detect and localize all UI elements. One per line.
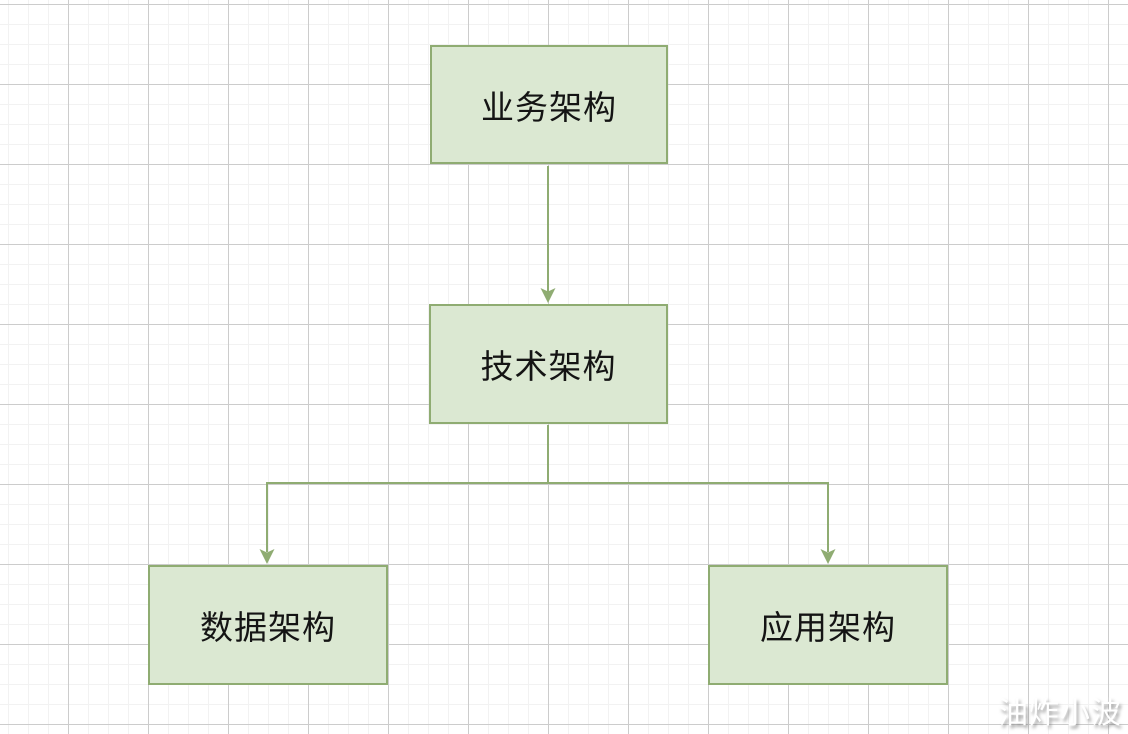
node-technical-architecture: 技术架构: [429, 304, 668, 424]
edge-technical-to-data: [259, 425, 549, 564]
node-label-business-architecture: 业务架构: [481, 88, 617, 126]
node-label-application-architecture: 应用架构: [760, 609, 896, 646]
watermark: 油炸小波: [998, 696, 1122, 731]
node-label-technical-architecture: 技术架构: [480, 348, 617, 385]
node-label-data-architecture: 数据架构: [200, 609, 336, 646]
node-business-architecture: 业务架构: [430, 45, 668, 164]
node-application-architecture: 应用架构: [708, 565, 948, 685]
node-data-architecture: 数据架构: [148, 565, 388, 685]
edge-business-to-technical: [540, 166, 556, 303]
edge-technical-to-application: [547, 425, 836, 564]
